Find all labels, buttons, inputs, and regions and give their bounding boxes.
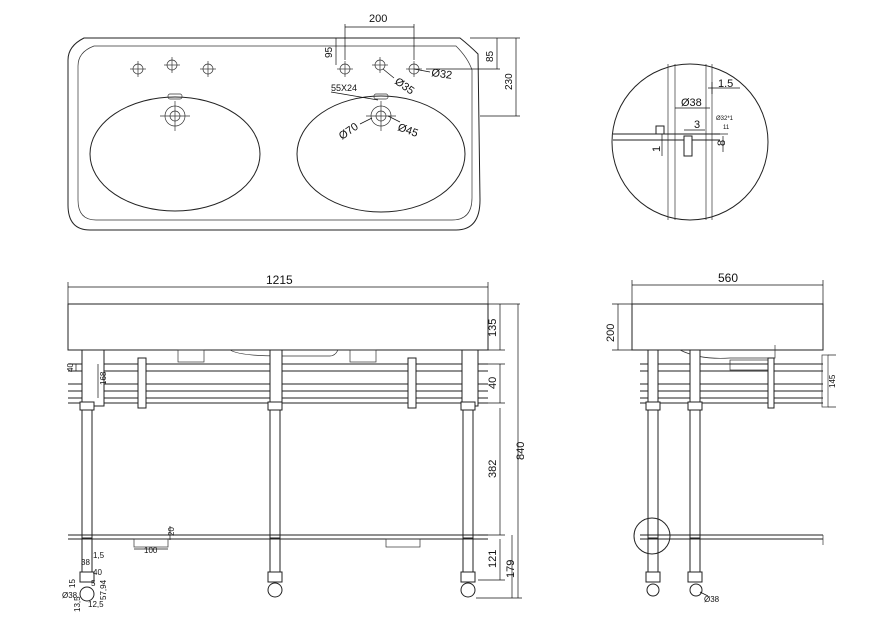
left-bowl	[89, 96, 261, 212]
front-dim-168: 168	[99, 371, 108, 385]
foot-dim-12-5: 12,5	[88, 600, 104, 609]
plan-dimension-85: 85	[426, 37, 500, 70]
foot-dim-13-5: 13,5	[73, 596, 82, 612]
dim-95-label: 95	[324, 46, 335, 58]
foot-dia-38: Ø38	[62, 591, 78, 600]
foot-dim-1-5: 1,5	[93, 551, 105, 560]
front-dim-135: 135	[487, 319, 499, 337]
side-dim-145: 145	[828, 374, 837, 388]
basin-outline	[67, 37, 481, 231]
front-dim-40-left: 40	[66, 363, 75, 372]
detail-dia-32-1: Ø32*1	[716, 116, 734, 122]
left-tap-holes	[130, 57, 216, 77]
front-width-label: 1215	[266, 273, 293, 287]
side-dim-200: 200	[605, 324, 617, 342]
plan-dimension-230: 230	[480, 37, 520, 117]
front-elevation: 121 5	[62, 273, 527, 612]
foot-dim-5: 5	[91, 579, 96, 588]
detail-callout-circle	[633, 517, 671, 555]
front-dim-179: 179	[505, 560, 517, 578]
left-drain	[160, 93, 190, 131]
foot-dim-15: 15	[68, 579, 77, 588]
foot-detail: 38 1,5 40 15 5 57,94 Ø38 13,5 12,5	[62, 551, 108, 612]
detail-dim-11: 11	[723, 125, 730, 131]
front-dim-840: 840	[515, 442, 527, 460]
dia-32-label: Ø32	[431, 67, 453, 82]
overflow-label: 55X24	[331, 83, 357, 93]
plan-dimension-200: 200	[344, 13, 415, 60]
side-basin	[631, 303, 824, 351]
front-dim-40-right: 40	[487, 377, 499, 389]
dia-45-label: Ø45	[396, 122, 420, 140]
detail-dia-38: Ø38	[681, 97, 702, 109]
right-drain	[366, 93, 396, 131]
plan-dimension-95: 95	[324, 38, 337, 65]
basin-inner-rim	[77, 45, 473, 221]
front-dim-382: 382	[487, 460, 499, 478]
foot-dim-57-94: 57,94	[99, 579, 108, 600]
dia-70-label: Ø70	[337, 121, 361, 143]
plan-view: 200 95 85 230 Ø32 Ø35 55X24 Ø45 Ø70	[67, 13, 520, 231]
detail-view: 1.5 Ø38 3 Ø32*1 11 8 1	[611, 63, 769, 221]
dia-35-label: Ø35	[392, 76, 416, 98]
detail-dim-8: 8	[716, 140, 728, 146]
detail-circle	[611, 63, 769, 221]
front-leg-right	[462, 407, 474, 539]
front-dim-121: 121	[487, 550, 499, 568]
detail-dim-3: 3	[694, 119, 700, 131]
side-elevation: 560 200 145 Ø38	[605, 271, 837, 604]
front-basin	[67, 303, 489, 351]
dim-230-label: 230	[504, 73, 515, 90]
dim-85-label: 85	[485, 50, 496, 62]
front-dim-100: 100	[144, 546, 158, 555]
foot-dim-40: 40	[93, 568, 102, 577]
right-bowl	[296, 95, 466, 213]
right-tap-holes	[337, 57, 422, 77]
side-dia-38: Ø38	[704, 595, 720, 604]
side-width-label: 560	[718, 271, 738, 285]
detail-dim-1-5: 1.5	[718, 78, 733, 90]
front-dim-20: 20	[167, 527, 176, 536]
dim-200-label: 200	[369, 13, 387, 25]
front-leg-left	[81, 407, 93, 539]
front-leg-middle	[269, 407, 281, 539]
detail-dim-1: 1	[651, 146, 663, 152]
foot-dim-38: 38	[81, 558, 90, 567]
